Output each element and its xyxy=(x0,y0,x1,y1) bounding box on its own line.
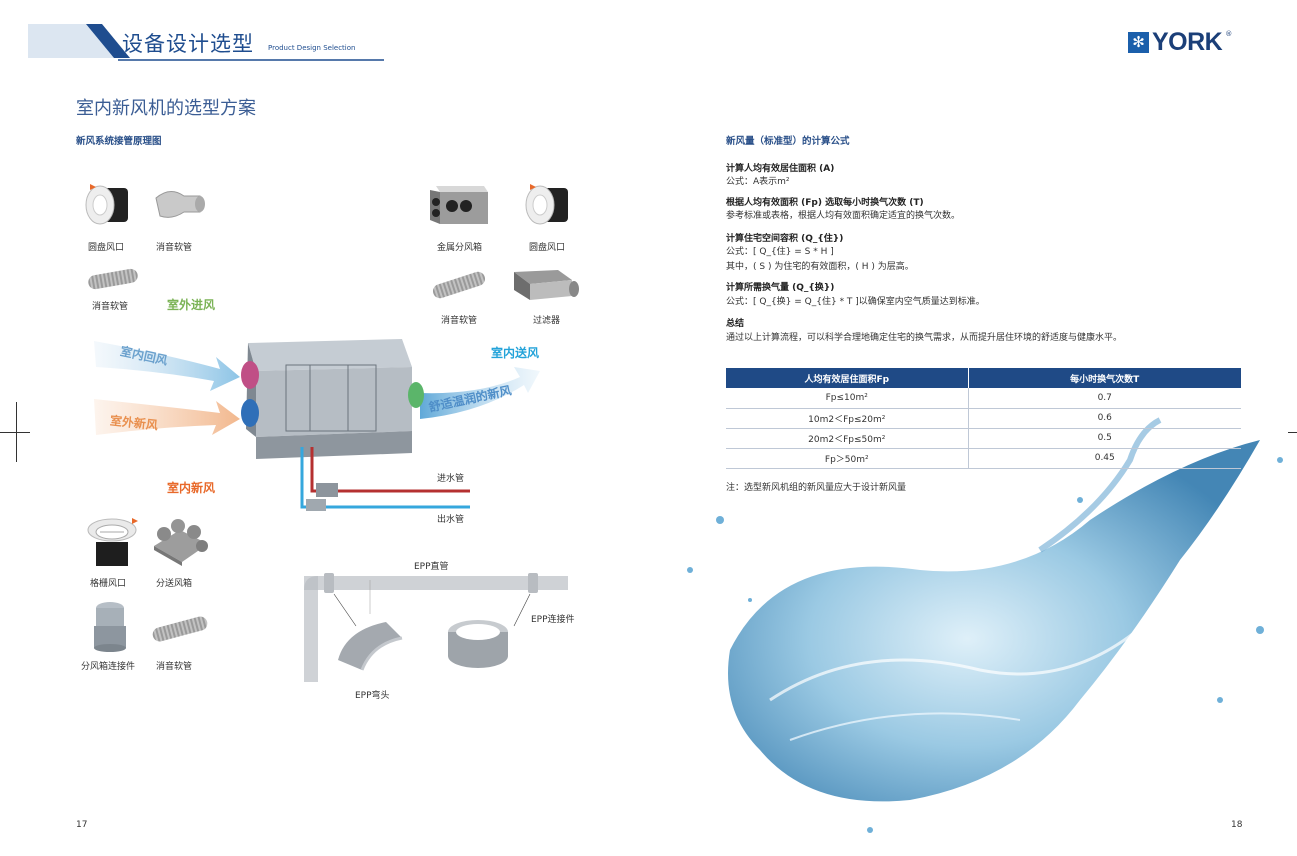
distribution-plenum-icon xyxy=(154,519,208,566)
table-row: Fp≤10m² 0.7 xyxy=(726,388,1241,409)
crop-mark-horizontal-left xyxy=(0,432,30,433)
step-4-line-1: 公式：[ Q_{换} = Q_{住} * T ]以确保室内空气质量达到标准。 xyxy=(726,297,985,307)
table-header-area: 人均有效居住面积Fp xyxy=(726,368,968,388)
crop-mark-horizontal-right xyxy=(1288,432,1297,433)
step-1-title: 计算人均有效居住面积 (A) xyxy=(726,164,835,174)
header-title: 设备设计选型 xyxy=(122,32,254,56)
label-silencer-hose-1: 消音软管 xyxy=(156,243,193,253)
table-cell-area: 10m2＜Fp≤20m² xyxy=(726,408,968,429)
label-round-diffuser: 圆盘风口 xyxy=(88,243,125,253)
step-3-line-1: 公式：[ Q_{住} = S * H ] xyxy=(726,247,834,257)
table-header-changes: 每小时换气次数T xyxy=(967,368,1241,388)
page-number-left: 17 xyxy=(76,820,88,830)
label-epp-elbow: EPP弯头 xyxy=(355,691,390,701)
silencer-hose-elbow-icon xyxy=(155,191,205,218)
logo-registered-mark: ® xyxy=(1225,30,1233,38)
label-outdoor-intake: 室外进风 xyxy=(167,298,216,312)
crop-mark-vertical-left xyxy=(16,402,17,462)
york-logo: ✻ YORK ® xyxy=(1128,27,1233,56)
logo-text: YORK xyxy=(1152,27,1223,56)
page-number-right: 18 xyxy=(1231,820,1243,830)
table-cell-area: Fp＞50m² xyxy=(726,448,968,469)
table-cell-area: Fp≤10m² xyxy=(726,388,968,409)
label-filter: 过滤器 xyxy=(533,316,561,326)
metal-distribution-box-icon xyxy=(430,186,488,224)
label-indoor-supply: 室内送风 xyxy=(491,346,540,360)
label-distribution-plenum: 分送风箱 xyxy=(156,579,193,589)
fresh-air-unit-schematic xyxy=(94,339,540,511)
step-2-line-1: 参考标准或表格，根据人均有效面积确定适宜的换气次数。 xyxy=(726,211,961,221)
table-row: Fp＞50m² 0.45 xyxy=(726,448,1241,469)
silencer-hose-icon-3 xyxy=(152,616,208,642)
label-metal-distribution-box: 金属分风箱 xyxy=(437,243,483,253)
step-5-line-1: 通过以上计算流程，可以科学合理地确定住宅的换气需求，从而提升居住环境的舒适度与健… xyxy=(726,333,1123,343)
table-cell-changes: 0.6 xyxy=(967,408,1241,429)
filter-icon xyxy=(514,270,579,300)
round-diffuser-icon xyxy=(85,184,128,225)
step-5-title: 总结 xyxy=(726,319,745,329)
label-plenum-connector: 分风箱连接件 xyxy=(81,662,136,672)
label-silencer-hose-4: 消音软管 xyxy=(156,662,193,672)
round-diffuser-icon-2 xyxy=(525,184,568,225)
step-4-title: 计算所需换气量 (Q_{换}) xyxy=(726,283,835,293)
label-epp-straight-pipe: EPP直管 xyxy=(414,562,449,572)
selection-note: 注：选型新风机组的新风量应大于设计新风量 xyxy=(726,483,907,493)
grille-diffuser-icon xyxy=(87,518,138,566)
label-silencer-hose-2: 消音软管 xyxy=(92,302,129,312)
header-band xyxy=(28,24,384,61)
label-water-inlet: 进水管 xyxy=(437,474,465,484)
table-row: 10m2＜Fp≤20m² 0.6 xyxy=(726,408,1241,429)
step-2-title: 根据人均有效面积 (Fp) 选取每小时换气次数 (T) xyxy=(726,198,924,208)
table-cell-changes: 0.5 xyxy=(967,428,1241,449)
silencer-hose-icon xyxy=(88,268,138,290)
section-title-schematic: 新风系统接管原理图 xyxy=(76,136,162,147)
section-title-formula: 新风量（标准型）的计算公式 xyxy=(726,136,850,147)
plenum-connector-icon xyxy=(94,602,126,652)
step-1-line-1: 公式：A表示m² xyxy=(726,177,790,187)
header-subtitle: Product Design Selection xyxy=(268,44,356,52)
table-row: 20m2＜Fp≤50m² 0.5 xyxy=(726,428,1241,449)
label-water-outlet: 出水管 xyxy=(437,515,465,525)
label-epp-connector: EPP连接件 xyxy=(531,615,575,625)
snowflake-icon: ✻ xyxy=(1128,31,1149,53)
table-header-row: 人均有效居住面积Fp 每小时换气次数T xyxy=(726,368,1241,388)
table-cell-area: 20m2＜Fp≤50m² xyxy=(726,428,968,449)
epp-pipe-diagram xyxy=(304,573,568,682)
label-silencer-hose-3: 消音软管 xyxy=(441,316,478,326)
page-title: 室内新风机的选型方案 xyxy=(76,98,256,119)
label-grille-diffuser: 格栅风口 xyxy=(90,579,127,589)
step-3-line-2: 其中，( S ) 为住宅的有效面积，( H ) 为层高。 xyxy=(726,262,914,272)
air-change-table: 人均有效居住面积Fp 每小时换气次数T Fp≤10m² 0.7 10m2＜Fp≤… xyxy=(726,368,1241,469)
label-round-diffuser-2: 圆盘风口 xyxy=(529,243,566,253)
table-cell-changes: 0.45 xyxy=(967,448,1241,469)
silencer-hose-icon-2 xyxy=(432,271,486,299)
step-3-title: 计算住宅空间容积 (Q_{住}) xyxy=(726,234,844,244)
label-indoor-fresh: 室内新风 xyxy=(167,481,216,495)
table-cell-changes: 0.7 xyxy=(967,388,1241,409)
